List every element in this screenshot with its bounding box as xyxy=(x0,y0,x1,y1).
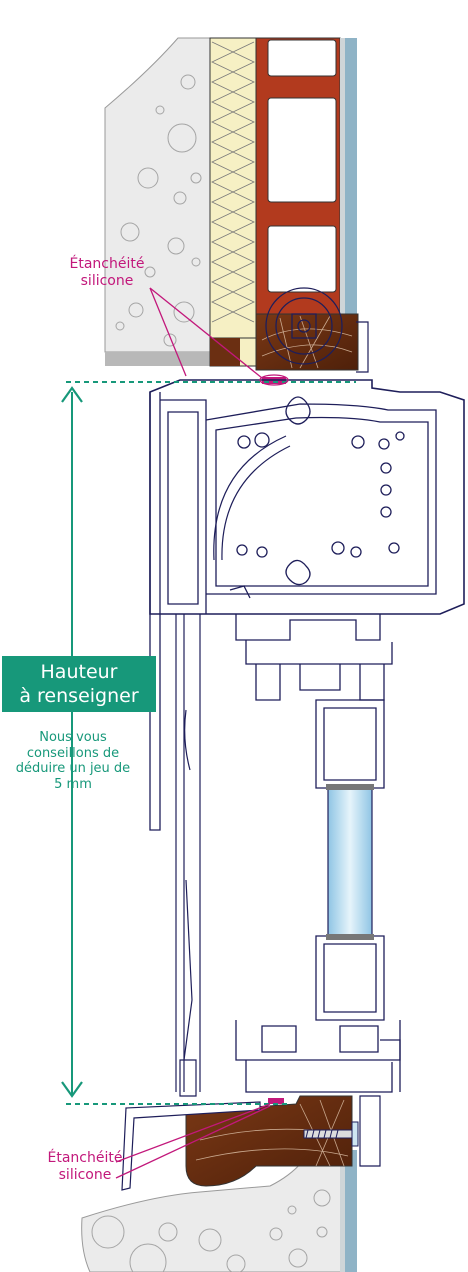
box-top xyxy=(149,379,465,615)
concrete-aggregate xyxy=(115,74,202,347)
drip-sill xyxy=(121,1101,261,1191)
render-grey-lower xyxy=(340,1150,345,1272)
seal-label-top-line1: Étanchéité xyxy=(69,256,145,272)
seal-label-top: Étanchéité silicone xyxy=(52,256,162,290)
glazing-spacer-top xyxy=(326,784,374,790)
advice-line1: Nous vous xyxy=(39,730,107,745)
seal-label-bottom-line1: Étanchéité xyxy=(47,1150,123,1166)
render-grey-upper xyxy=(340,38,345,314)
deflector xyxy=(213,435,287,561)
arrow-down-icon xyxy=(61,1081,83,1098)
arrow-up-icon xyxy=(61,386,83,403)
insulation-pattern xyxy=(211,41,255,323)
seal-label-bottom-line2: silicone xyxy=(58,1166,112,1183)
advice-line2: conseillons de xyxy=(26,745,120,761)
height-label-line2: à renseigner xyxy=(19,685,139,707)
advice-note: Nous vous conseillons de déduire un jeu … xyxy=(0,730,146,792)
box-front xyxy=(149,392,161,831)
shutter-box xyxy=(149,287,465,831)
lower-wall xyxy=(81,1095,381,1272)
advice-line3: déduire un jeu de xyxy=(15,761,131,777)
shutter-curtain xyxy=(175,614,201,1097)
concrete-aggregate-lower xyxy=(91,1189,331,1272)
window-frame xyxy=(235,614,401,1093)
height-label-box: Hauteur à renseigner xyxy=(2,656,156,712)
seal-label-top-line2: silicone xyxy=(80,272,134,289)
wood-grain-upper xyxy=(261,315,353,369)
glazing-spacer-bottom xyxy=(326,934,374,940)
height-label-line1: Hauteur xyxy=(40,661,118,683)
wood-lintel xyxy=(255,313,359,371)
lintel-profile xyxy=(356,321,369,373)
seal-label-bottom: Étanchéité silicone xyxy=(30,1150,140,1184)
mounting-holes xyxy=(236,396,405,586)
advice-line4: 5 mm xyxy=(54,776,92,792)
screw-icon xyxy=(303,1121,359,1147)
brick-cavities xyxy=(267,39,337,293)
top-seal-highlight xyxy=(259,374,289,386)
seal-leaders xyxy=(115,287,289,1179)
concrete-upper-base xyxy=(105,352,210,366)
roller-axle-square xyxy=(291,313,317,339)
upper-wall xyxy=(104,37,369,373)
wood-sill xyxy=(185,1095,353,1187)
sill-profile-right xyxy=(359,1095,381,1167)
render-blue-lower xyxy=(345,1150,357,1272)
render-blue-upper xyxy=(345,38,357,314)
insulation-upper xyxy=(209,37,257,339)
dimension-markers xyxy=(61,381,356,1105)
sill-seal-strip xyxy=(268,1098,284,1104)
wood-strip-upper xyxy=(210,338,240,366)
double-glazing xyxy=(327,787,373,937)
